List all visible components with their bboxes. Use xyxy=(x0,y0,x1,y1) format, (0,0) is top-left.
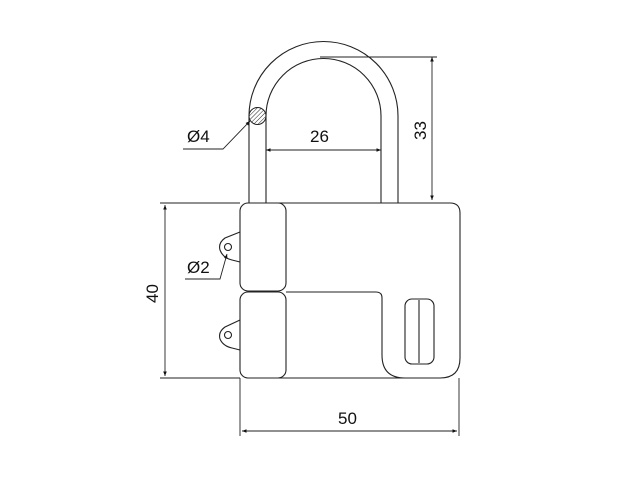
svg-text:40: 40 xyxy=(143,284,162,303)
dimension-hole-diameter: Ø2 xyxy=(185,253,228,280)
svg-text:50: 50 xyxy=(338,409,357,428)
dimension-shackle-width: 26 xyxy=(266,127,381,152)
upper-lug xyxy=(219,231,241,263)
lower-lug xyxy=(219,319,241,351)
keyhole-slot xyxy=(404,298,435,365)
shackle-section-hatch xyxy=(248,107,267,125)
svg-text:33: 33 xyxy=(411,121,430,140)
dimension-shackle-height: 33 xyxy=(320,56,437,200)
shackle xyxy=(248,41,399,203)
lock-body xyxy=(219,202,461,379)
dimension-body-width: 50 xyxy=(239,378,460,436)
dimension-shackle-diameter: Ø4 xyxy=(183,120,251,150)
svg-text:Ø2: Ø2 xyxy=(187,258,210,277)
svg-text:26: 26 xyxy=(310,127,329,146)
svg-text:Ø4: Ø4 xyxy=(187,127,210,146)
dimension-body-height: 40 xyxy=(143,202,240,379)
